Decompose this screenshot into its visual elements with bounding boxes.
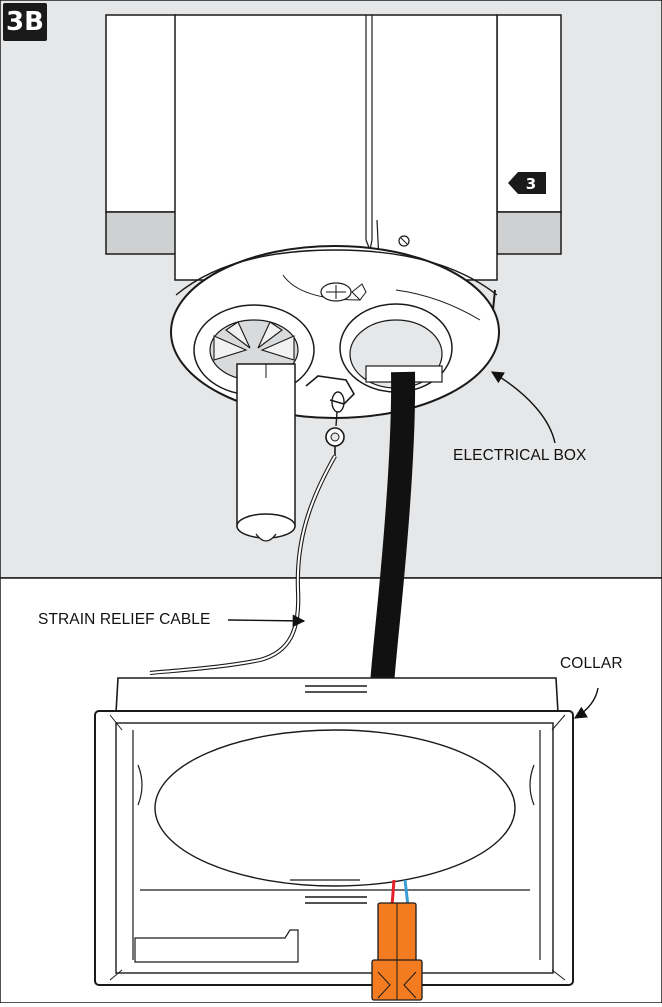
reference-tag: 3 xyxy=(508,172,546,194)
mounting-bracket-left xyxy=(105,14,177,255)
electrical-box-label: ELECTRICAL BOX xyxy=(453,447,587,464)
reference-tag-text: 3 xyxy=(526,175,536,193)
wire-connector xyxy=(371,879,423,1001)
strain-relief-leader xyxy=(227,614,306,628)
step-badge: 3B xyxy=(3,3,47,41)
strain-relief-cable-label: STRAIN RELIEF CABLE xyxy=(38,611,211,628)
strain-relief-cable xyxy=(149,375,355,676)
electrical-box xyxy=(170,14,500,419)
mounting-bracket-right xyxy=(496,14,562,255)
collar-leader xyxy=(573,687,599,719)
electrical-box-leader xyxy=(490,371,556,444)
collar xyxy=(94,677,574,986)
hanging-rod xyxy=(236,363,296,542)
collar-label: COLLAR xyxy=(560,655,623,672)
